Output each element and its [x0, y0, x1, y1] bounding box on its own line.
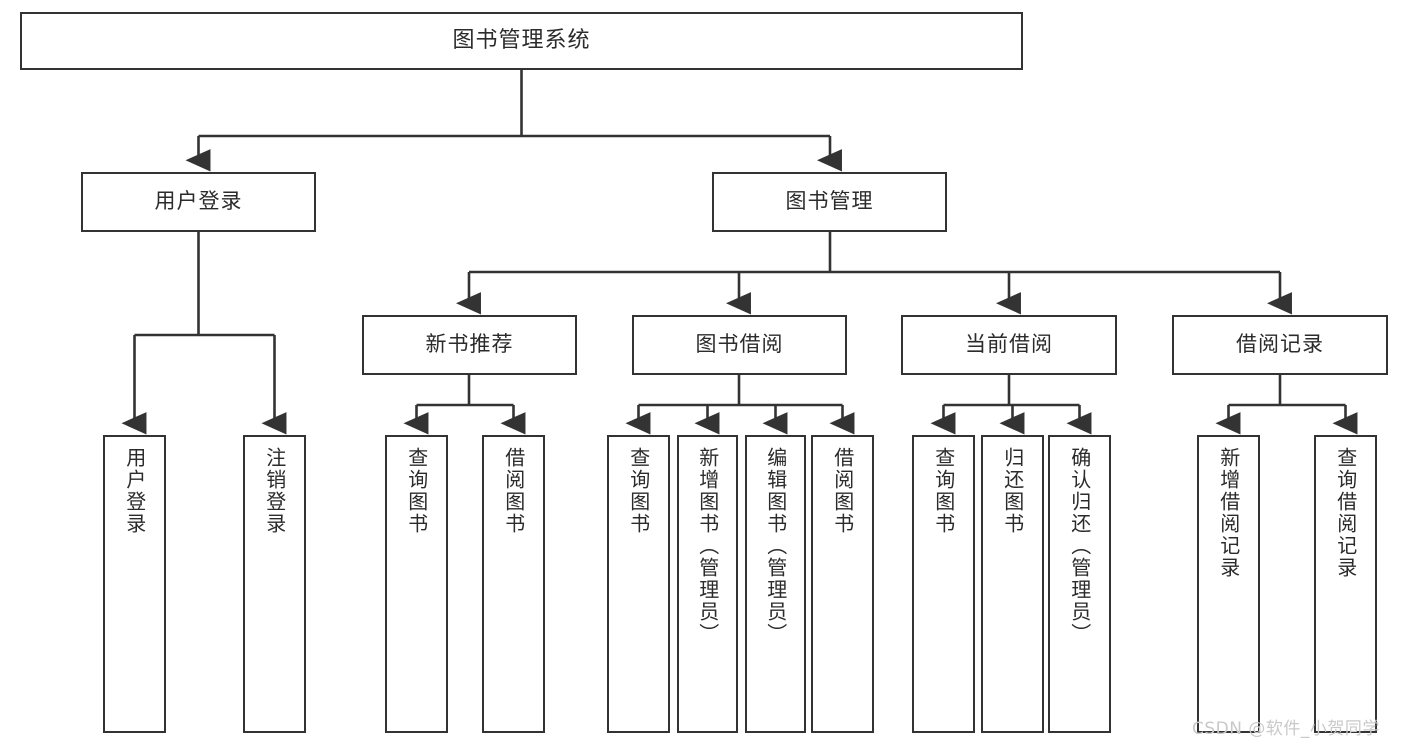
node-label: 注销登录 — [262, 447, 287, 535]
node-label: 查询借阅记录 — [1333, 447, 1358, 579]
node-leaf-query-borrow-record[interactable]: 查询借阅记录 — [1314, 435, 1377, 733]
node-borrowing-records[interactable]: 借阅记录 — [1172, 315, 1388, 375]
node-label: 新增借阅记录 — [1216, 447, 1241, 579]
node-label: 查询图书 — [931, 447, 956, 535]
node-leaf-add-borrow-record[interactable]: 新增借阅记录 — [1197, 435, 1260, 733]
node-leaf-query-books-current[interactable]: 查询图书 — [912, 435, 975, 733]
node-current-borrowing[interactable]: 当前借阅 — [901, 315, 1117, 375]
node-root-book-management-system[interactable]: 图书管理系统 — [20, 12, 1023, 70]
node-label: 查询图书 — [626, 447, 651, 535]
node-label: 图书借阅 — [695, 332, 784, 357]
node-label: 图书管理系统 — [452, 27, 591, 53]
node-label: 借阅图书 — [830, 447, 855, 535]
watermark-text: CSDN @软件_小贺同学 — [1192, 719, 1380, 739]
node-label: 图书管理 — [785, 189, 874, 214]
node-label: 查询图书 — [404, 447, 429, 535]
node-label: 借阅图书 — [501, 447, 526, 535]
node-label: 确认归还（管理员） — [1067, 447, 1092, 645]
node-leaf-borrow-books-new[interactable]: 借阅图书 — [482, 435, 545, 733]
node-new-book-recommendation[interactable]: 新书推荐 — [362, 315, 577, 375]
node-leaf-user-login[interactable]: 用户登录 — [103, 435, 166, 733]
node-label: 新书推荐 — [425, 332, 514, 357]
node-leaf-query-books-borrow[interactable]: 查询图书 — [607, 435, 670, 733]
node-book-management[interactable]: 图书管理 — [712, 172, 947, 232]
node-leaf-edit-book-admin[interactable]: 编辑图书（管理员） — [745, 435, 806, 733]
node-label: 归还图书 — [1000, 447, 1025, 535]
node-label: 新增图书（管理员） — [695, 447, 720, 645]
node-leaf-query-books-new[interactable]: 查询图书 — [385, 435, 448, 733]
node-label: 编辑图书（管理员） — [763, 447, 788, 645]
node-label: 当前借阅 — [965, 332, 1053, 357]
node-user-login[interactable]: 用户登录 — [81, 172, 316, 232]
node-leaf-return-books[interactable]: 归还图书 — [981, 435, 1044, 733]
node-leaf-add-book-admin[interactable]: 新增图书（管理员） — [677, 435, 738, 733]
node-label: 用户登录 — [122, 447, 147, 535]
node-leaf-logout[interactable]: 注销登录 — [243, 435, 306, 733]
node-label: 借阅记录 — [1236, 332, 1324, 357]
node-book-borrowing[interactable]: 图书借阅 — [632, 315, 847, 375]
node-leaf-confirm-return-admin[interactable]: 确认归还（管理员） — [1048, 435, 1111, 733]
node-label: 用户登录 — [154, 189, 243, 214]
node-leaf-borrow-books[interactable]: 借阅图书 — [811, 435, 874, 733]
